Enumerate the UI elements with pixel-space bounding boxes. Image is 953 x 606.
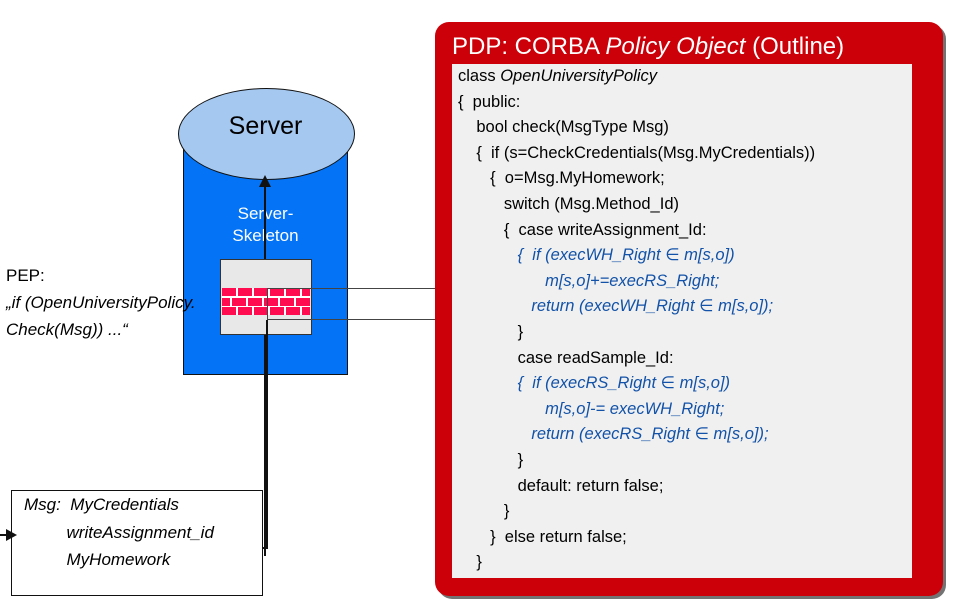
pdp-title-prefix: PDP: CORBA [452, 33, 606, 60]
msg-line-3: MyHomework [24, 550, 171, 569]
brick [222, 288, 236, 296]
brick [238, 307, 252, 315]
message-box: Msg: MyCredentials writeAssignment_id My… [11, 490, 263, 596]
brick [280, 297, 294, 306]
brick [254, 288, 268, 296]
brick [270, 307, 284, 315]
brick-row [222, 307, 310, 315]
pep-quote-line2: Check(Msg)) ...“ [6, 320, 128, 339]
brick [222, 297, 230, 306]
code-line: return (execRS_Right ∈ m[s,o]); [458, 425, 769, 444]
pdp-title: PDP: CORBA Policy Object (Outline) [452, 30, 932, 64]
brick [270, 288, 284, 296]
msg-line-1: Msg: MyCredentials [24, 495, 179, 514]
pep-quote-line1: „if (OpenUniversityPolicy. [6, 293, 196, 312]
policy-code-block: class OpenUniversityPolicy { public: bool… [452, 64, 912, 578]
brick-row [222, 297, 310, 306]
brick [238, 288, 252, 296]
brick [302, 307, 310, 315]
code-line: { public: [458, 92, 521, 111]
server-label: Server [228, 112, 303, 140]
code-line: } [458, 502, 510, 521]
msg-to-connector-line-horizontal [262, 547, 268, 549]
code-line: private: [452, 576, 912, 578]
brick [286, 307, 300, 315]
server-top-ellipse [178, 88, 355, 180]
incoming-message-arrow-head [6, 529, 17, 541]
code-line: } [458, 450, 524, 469]
code-line: { if (execRS_Right ∈ m[s,o]) [458, 374, 731, 393]
code-line: default: return false; [458, 476, 664, 495]
code-line: bool check(MsgType Msg) [458, 118, 669, 137]
brick [296, 297, 310, 306]
pep-label: PEP: [6, 266, 45, 285]
pdp-title-suffix: (Outline) [745, 33, 845, 60]
code-line: { if (execWH_Right ∈ m[s,o]) [458, 246, 735, 265]
code-line: class OpenUniversityPolicy [458, 67, 657, 85]
code-line: m[s,o]+=execRS_Right; [458, 271, 720, 290]
brick [302, 288, 310, 296]
brick [254, 307, 268, 315]
brick [286, 288, 300, 296]
brick [248, 297, 262, 306]
code-line: { case writeAssignment_Id: [458, 220, 707, 239]
code-line: m[s,o]-= execWH_Right; [458, 399, 725, 418]
brick [264, 297, 278, 306]
code-identifier: OpenUniversityPolicy [500, 67, 657, 85]
message-flow-arrow-head [259, 175, 271, 187]
brick [232, 297, 246, 306]
code-line: return (execWH_Right ∈ m[s,o]); [458, 297, 774, 316]
code-line: { o=Msg.MyHomework; [458, 169, 665, 188]
code-line: switch (Msg.Method_Id) [458, 194, 679, 213]
code-line: } else return false; [458, 527, 627, 546]
code-line: case readSample_Id: [458, 348, 674, 367]
code-line: { if (s=CheckCredentials(Msg.MyCredentia… [458, 143, 816, 162]
message-flow-arrow-line [264, 177, 266, 556]
code-line: } [458, 553, 482, 572]
brick [222, 307, 236, 315]
pdp-title-emphasis: Policy Object [605, 33, 746, 60]
msg-to-connector-line-vertical [266, 320, 268, 548]
firewall-brick-icon [222, 288, 310, 315]
msg-line-2: writeAssignment_id [24, 522, 214, 542]
pep-annotation: PEP: „if (OpenUniversityPolicy. Check(Ms… [6, 262, 221, 343]
brick-row [222, 288, 310, 296]
code-line: } [458, 322, 524, 341]
